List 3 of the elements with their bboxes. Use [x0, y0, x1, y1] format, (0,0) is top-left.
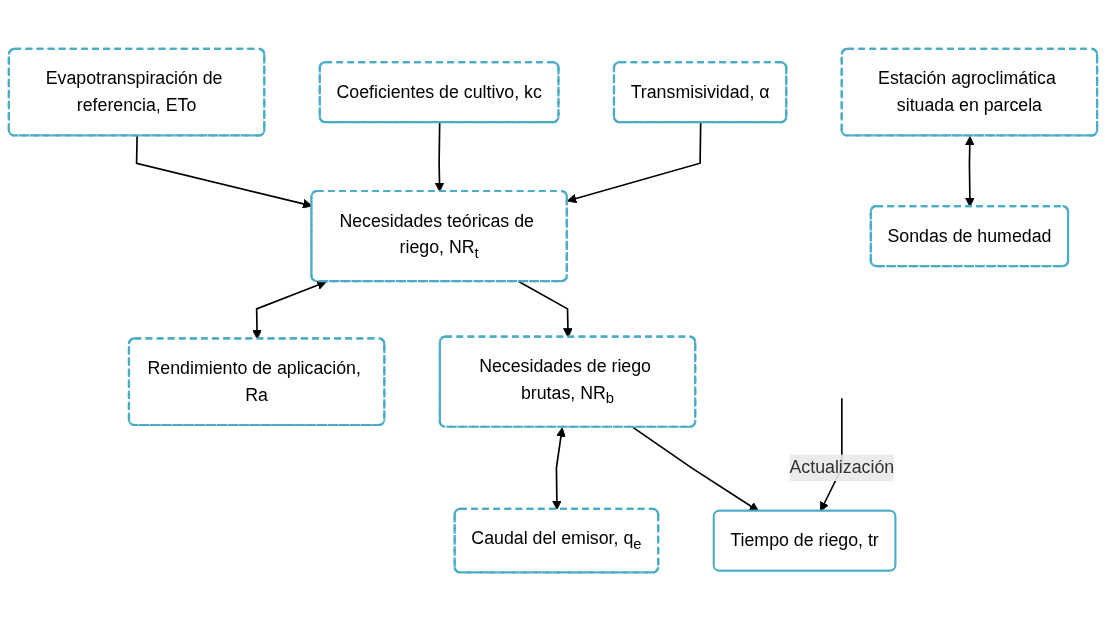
arrow	[566, 122, 702, 204]
edge-label: Actualización	[789, 458, 895, 478]
arrow	[518, 281, 573, 338]
